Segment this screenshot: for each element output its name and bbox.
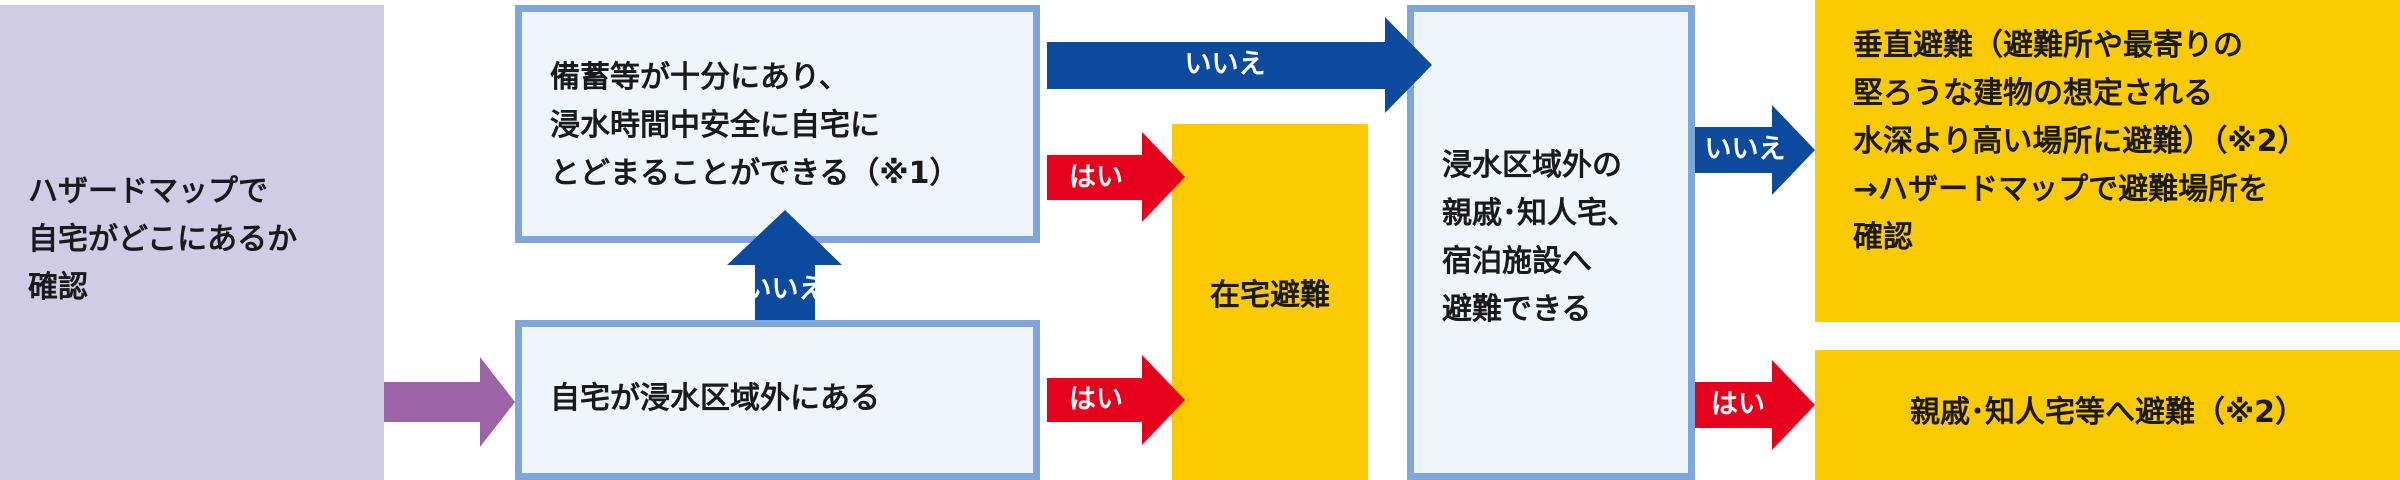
q1-no-label: いいえ [1184,49,1266,80]
outcome-vertical-evacuation-box: 垂直避難（避難所や最寄りの 堅ろうな建物の想定される 水深より高い場所に避難）（… [1815,0,2400,322]
q2-no-arrow [727,210,842,320]
q1-yes-arrow [1047,132,1185,222]
q1-yes-label: はい [1069,162,1123,193]
question-home-outside-flood-text: 自宅が浸水区域外にある [550,381,880,416]
question-stockpile-box: 備蓄等が十分にあり、 浸水時間中安全に自宅に とどまることができる（※1） [515,5,1040,243]
question-relatives-text: 浸水区域外の 親戚･知人宅、 宿泊施設へ 避難できる [1442,148,1637,327]
question-stockpile-text: 備蓄等が十分にあり、 浸水時間中安全に自宅に とどまることができる（※1） [550,60,960,191]
question-home-outside-flood-box: 自宅が浸水区域外にある [515,320,1040,480]
start-box: ハザードマップで 自宅がどこにあるか 確認 [0,5,384,480]
q1-no-arrow [1047,17,1432,113]
q2-yes-label: はい [1069,384,1123,415]
q3-no-label: いいえ [1704,134,1786,165]
question-relatives-box: 浸水区域外の 親戚･知人宅、 宿泊施設へ 避難できる [1407,5,1695,480]
outcome-home-shelter-text: 在宅避難 [1210,278,1330,313]
q2-no-label: いいえ [744,274,826,305]
q2-yes-arrow [1047,355,1185,445]
outcome-relatives-evacuation-box: 親戚･知人宅等へ避難（※2） [1815,350,2400,480]
q3-no-arrow [1695,105,1815,195]
start-text: ハザードマップで 自宅がどこにあるか 確認 [28,174,298,305]
outcome-home-shelter-box: 在宅避難 [1172,124,1368,480]
outcome-relatives-evacuation-text: 親戚･知人宅等へ避難（※2） [1909,395,2306,430]
outcome-vertical-evacuation-text: 垂直避難（避難所や最寄りの 堅ろうな建物の想定される 水深より高い場所に避難）（… [1853,28,2308,255]
q3-yes-arrow [1695,360,1815,450]
start-to-q2-arrow [384,357,515,447]
q3-yes-label: はい [1711,389,1765,420]
